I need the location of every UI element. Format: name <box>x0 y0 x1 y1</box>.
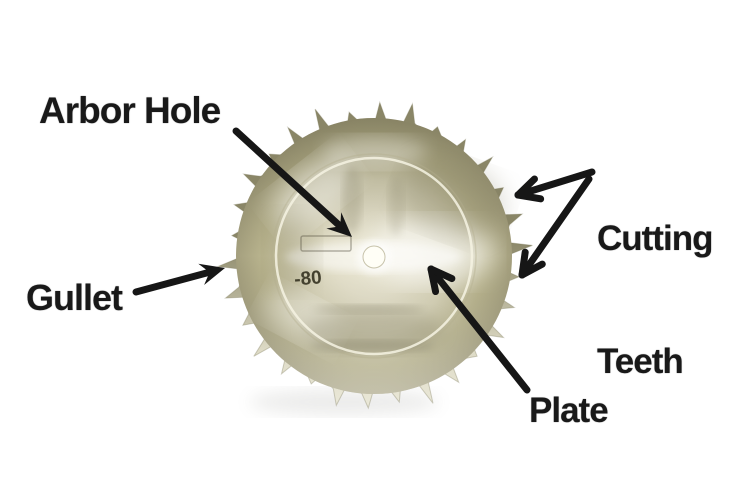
plate-ring-engraving <box>274 156 474 356</box>
plate-arrow <box>427 265 531 394</box>
arbor-hole <box>362 245 386 269</box>
annotation-arrows <box>132 127 596 394</box>
gullet-arrow <box>132 263 225 296</box>
cutting-teeth-label-line1: Cutting <box>597 219 713 258</box>
gullet-label: Gullet <box>26 277 123 318</box>
blade-stamp-marking: -80 <box>293 267 322 290</box>
plate-label: Plate <box>529 391 609 430</box>
cutting-teeth-label-line2: Teeth <box>597 342 684 381</box>
cutting-teeth-label: Cutting Teeth <box>597 136 713 464</box>
arbor-hole-arrow <box>232 127 352 237</box>
arbor-hole-label: Arbor Hole <box>39 90 221 131</box>
cutting-teeth-upper-arrow <box>514 168 596 203</box>
cutting-teeth-lower-arrow <box>518 175 593 279</box>
saw-blade-body <box>216 100 533 415</box>
